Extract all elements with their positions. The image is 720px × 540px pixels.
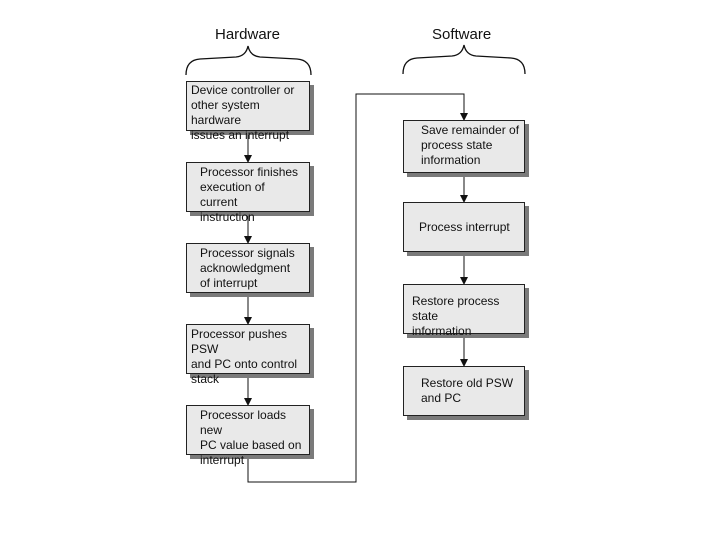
arrow-hw-to-sw <box>247 93 468 483</box>
hw-step-label: Processor pushes PSW and PC onto control… <box>191 327 298 386</box>
sw-step-process-interrupt: Process interrupt <box>403 202 525 252</box>
sw-step-label: Process interrupt <box>419 220 510 234</box>
hw-step-push-psw-pc: Processor pushes PSW and PC onto control… <box>186 324 310 386</box>
software-brace <box>402 44 526 75</box>
sw-step-label: Restore process state information <box>412 294 500 338</box>
sw-step-restore-psw-pc: Restore old PSW and PC <box>403 366 525 416</box>
hw-step-label: Processor loads new PC value based on in… <box>200 408 302 467</box>
sw-step-label: Save remainder of process state informat… <box>421 123 520 167</box>
sw-step-restore-state: Restore process state information <box>403 284 525 338</box>
hardware-heading: Hardware <box>215 26 281 43</box>
hw-step-label: Processor finishes execution of current … <box>200 165 299 224</box>
hw-step-acknowledge: Processor signals acknowledgment of inte… <box>186 243 310 293</box>
hardware-brace <box>185 45 312 76</box>
hw-step-label: Processor signals acknowledgment of inte… <box>200 246 295 290</box>
hw-step-issue-interrupt: Device controller or other system hardwa… <box>186 81 310 142</box>
hw-step-finish-instruction: Processor finishes execution of current … <box>186 162 310 224</box>
software-heading: Software <box>432 26 492 43</box>
hw-step-label: Device controller or other system hardwa… <box>191 83 295 142</box>
sw-step-label: Restore old PSW and PC <box>421 376 514 405</box>
sw-step-save-state: Save remainder of process state informat… <box>403 120 525 173</box>
hw-step-load-pc: Processor loads new PC value based on in… <box>186 405 310 467</box>
